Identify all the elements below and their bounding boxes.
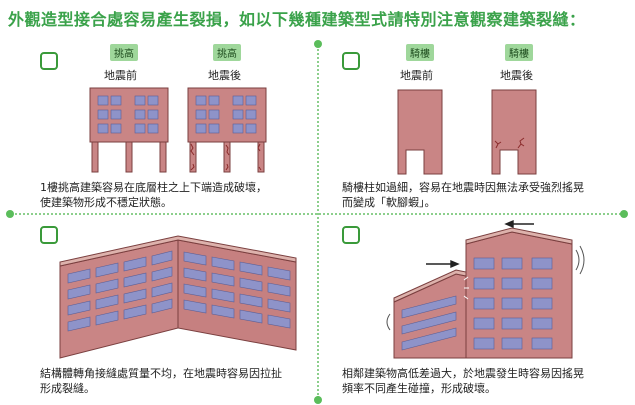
page-title: 外觀造型接合處容易產生裂損，如以下幾種建築型式請特別注意觀察建築裂縫： [8,10,586,29]
desc-line-2: 使建築物形成不穩定狀態。 [40,196,172,209]
building-l-shaped [59,235,297,359]
shake-arrows [426,219,534,269]
caption-before: 地震前 [104,69,137,82]
divider-dot-right [620,210,628,218]
caption-after: 地震後 [208,69,241,82]
desc-line-2: 頻率不同產生碰撞，形成破壞。 [342,382,496,395]
checkbox-panel-4[interactable] [342,226,360,244]
horizontal-divider [10,213,625,215]
checkbox-panel-3[interactable] [40,226,58,244]
tag-before: 挑高 [110,44,138,61]
divider-dot-top [314,40,322,48]
divider-dot-left [6,210,14,218]
tag-after: 騎樓 [505,44,533,61]
crack-marks [190,143,262,171]
buildings-different-heights [386,219,585,359]
desc-line-1: 1樓挑高建築容易在底層柱之上下端造成破壞， [40,181,267,194]
crack-marks [494,137,525,149]
building-tall-ground-after [187,87,267,173]
impact-marks [463,276,469,300]
building-arcade-before [397,89,443,175]
panel-1-description: 1樓挑高建築容易在底層柱之上下端造成破壞， 使建築物形成不穩定狀態。 [40,180,267,210]
panel-2-description: 騎樓柱如過細，容易在地震時因無法承受強烈搖晃 而變成「軟腳蝦」。 [342,180,584,210]
desc-line-1: 騎樓柱如過細，容易在地震時因無法承受強烈搖晃 [342,181,584,194]
building-arcade-after [491,89,537,175]
panel-4-description: 相鄰建築物高低差過大，於地震發生時容易因搖晃 頻率不同產生碰撞，形成破壞。 [342,366,584,396]
divider-dot-bottom [314,396,322,404]
shake-lines [386,245,585,331]
building-tall-ground-before [89,87,169,173]
caption-after: 地震後 [500,69,533,82]
vertical-divider [317,42,319,398]
caption-before: 地震前 [400,69,433,82]
desc-line-2: 形成裂縫。 [40,382,95,395]
desc-line-1: 相鄰建築物高低差過大，於地震發生時容易因搖晃 [342,367,584,380]
checkbox-panel-2[interactable] [342,52,360,70]
panel-3-description: 結構體轉角接縫處質量不均，在地震時容易因拉扯 形成裂縫。 [40,366,282,396]
desc-line-2: 而變成「軟腳蝦」。 [342,196,436,209]
tag-before: 騎樓 [406,44,434,61]
tag-after: 挑高 [213,44,241,61]
checkbox-panel-1[interactable] [40,52,58,70]
desc-line-1: 結構體轉角接縫處質量不均，在地震時容易因拉扯 [40,367,282,380]
